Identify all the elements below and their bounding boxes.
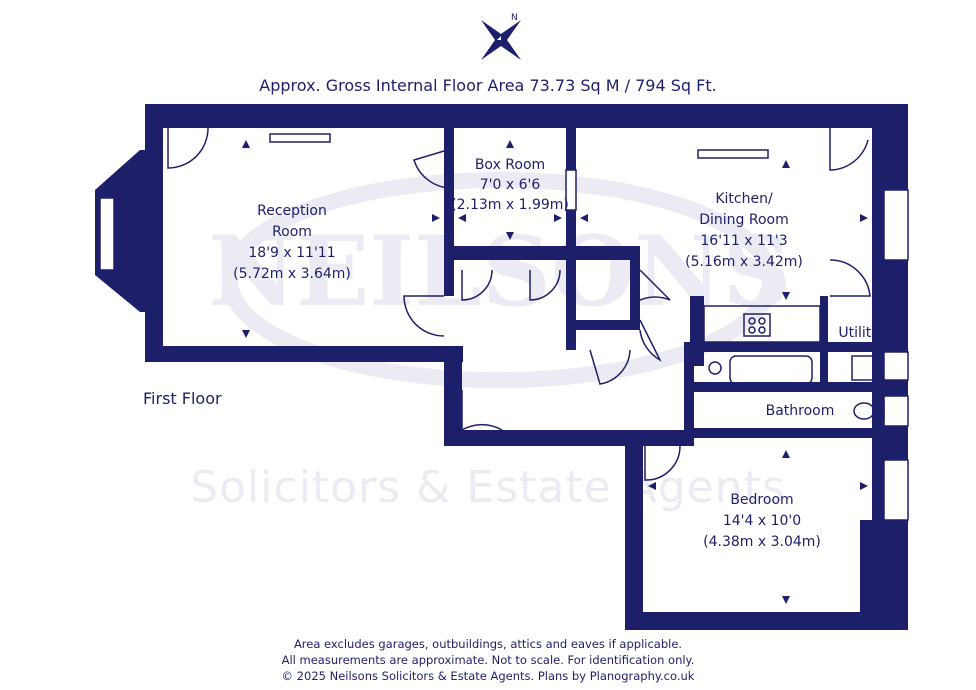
- sink-icon: [708, 361, 722, 375]
- room-box-room: Box Room 7'0 x 6'6 (2.13m x 1.99m): [451, 157, 569, 213]
- kitchen-size-imperial: 16'11 x 11'3: [700, 233, 787, 249]
- room-reception: Reception Room 18'9 x 11'11 (5.72m x 3.6…: [233, 203, 351, 282]
- room-kitchen: Kitchen/ Dining Room 16'11 x 11'3 (5.16m…: [685, 191, 803, 270]
- compass-north-label: N: [511, 13, 518, 23]
- reception-name-line2: Room: [272, 224, 312, 240]
- reception-name-line1: Reception: [257, 203, 327, 219]
- fixtures: [703, 305, 885, 421]
- bedroom-name: Bedroom: [730, 492, 793, 508]
- kitchen-name-line2: Dining Room: [699, 212, 789, 228]
- hob-icon: [743, 313, 771, 337]
- box-room-name: Box Room: [475, 157, 545, 173]
- room-bedroom: Bedroom 14'4 x 10'0 (4.38m x 3.04m): [703, 492, 821, 550]
- box-room-size-metric: (2.13m x 1.99m): [451, 197, 569, 213]
- room-bathroom: Bathroom: [766, 403, 835, 419]
- watermark-logo: NEILSONS: [208, 172, 792, 388]
- footer-line-3: © 2025 Neilsons Solicitors & Estate Agen…: [281, 669, 695, 683]
- reception-size-metric: (5.72m x 3.64m): [233, 266, 351, 282]
- footer-line-2: All measurements are approximate. Not to…: [281, 653, 695, 667]
- toilet-icon: [853, 402, 875, 420]
- compass-icon: N: [481, 13, 521, 60]
- doors: [167, 127, 871, 481]
- kitchen-name-line1: Kitchen/: [715, 191, 773, 207]
- footer-line-1: Area excludes garages, outbuildings, att…: [293, 637, 683, 651]
- footer-notes: Area excludes garages, outbuildings, att…: [0, 636, 976, 684]
- floor-label: First Floor: [143, 389, 222, 408]
- kitchen-counter: [703, 305, 821, 343]
- windows: [99, 133, 909, 521]
- utility-name: Utility: [838, 325, 879, 341]
- box-room-size-imperial: 7'0 x 6'6: [480, 177, 541, 193]
- bath-icon: [729, 355, 813, 385]
- watermark-text: Solicitors & Estate Agents: [190, 462, 786, 513]
- bathroom-name: Bathroom: [766, 403, 835, 419]
- reception-size-imperial: 18'9 x 11'11: [248, 245, 335, 261]
- kitchen-size-metric: (5.16m x 3.42m): [685, 254, 803, 270]
- door-arc: [167, 127, 209, 169]
- floor-area-title: Approx. Gross Internal Floor Area 73.73 …: [259, 76, 717, 95]
- bedroom-size-imperial: 14'4 x 10'0: [723, 513, 801, 529]
- room-utility: Utility: [838, 325, 879, 341]
- utility-sink-icon: [851, 355, 883, 381]
- bedroom-size-metric: (4.38m x 3.04m): [703, 534, 821, 550]
- dimension-markers: [120, 140, 868, 604]
